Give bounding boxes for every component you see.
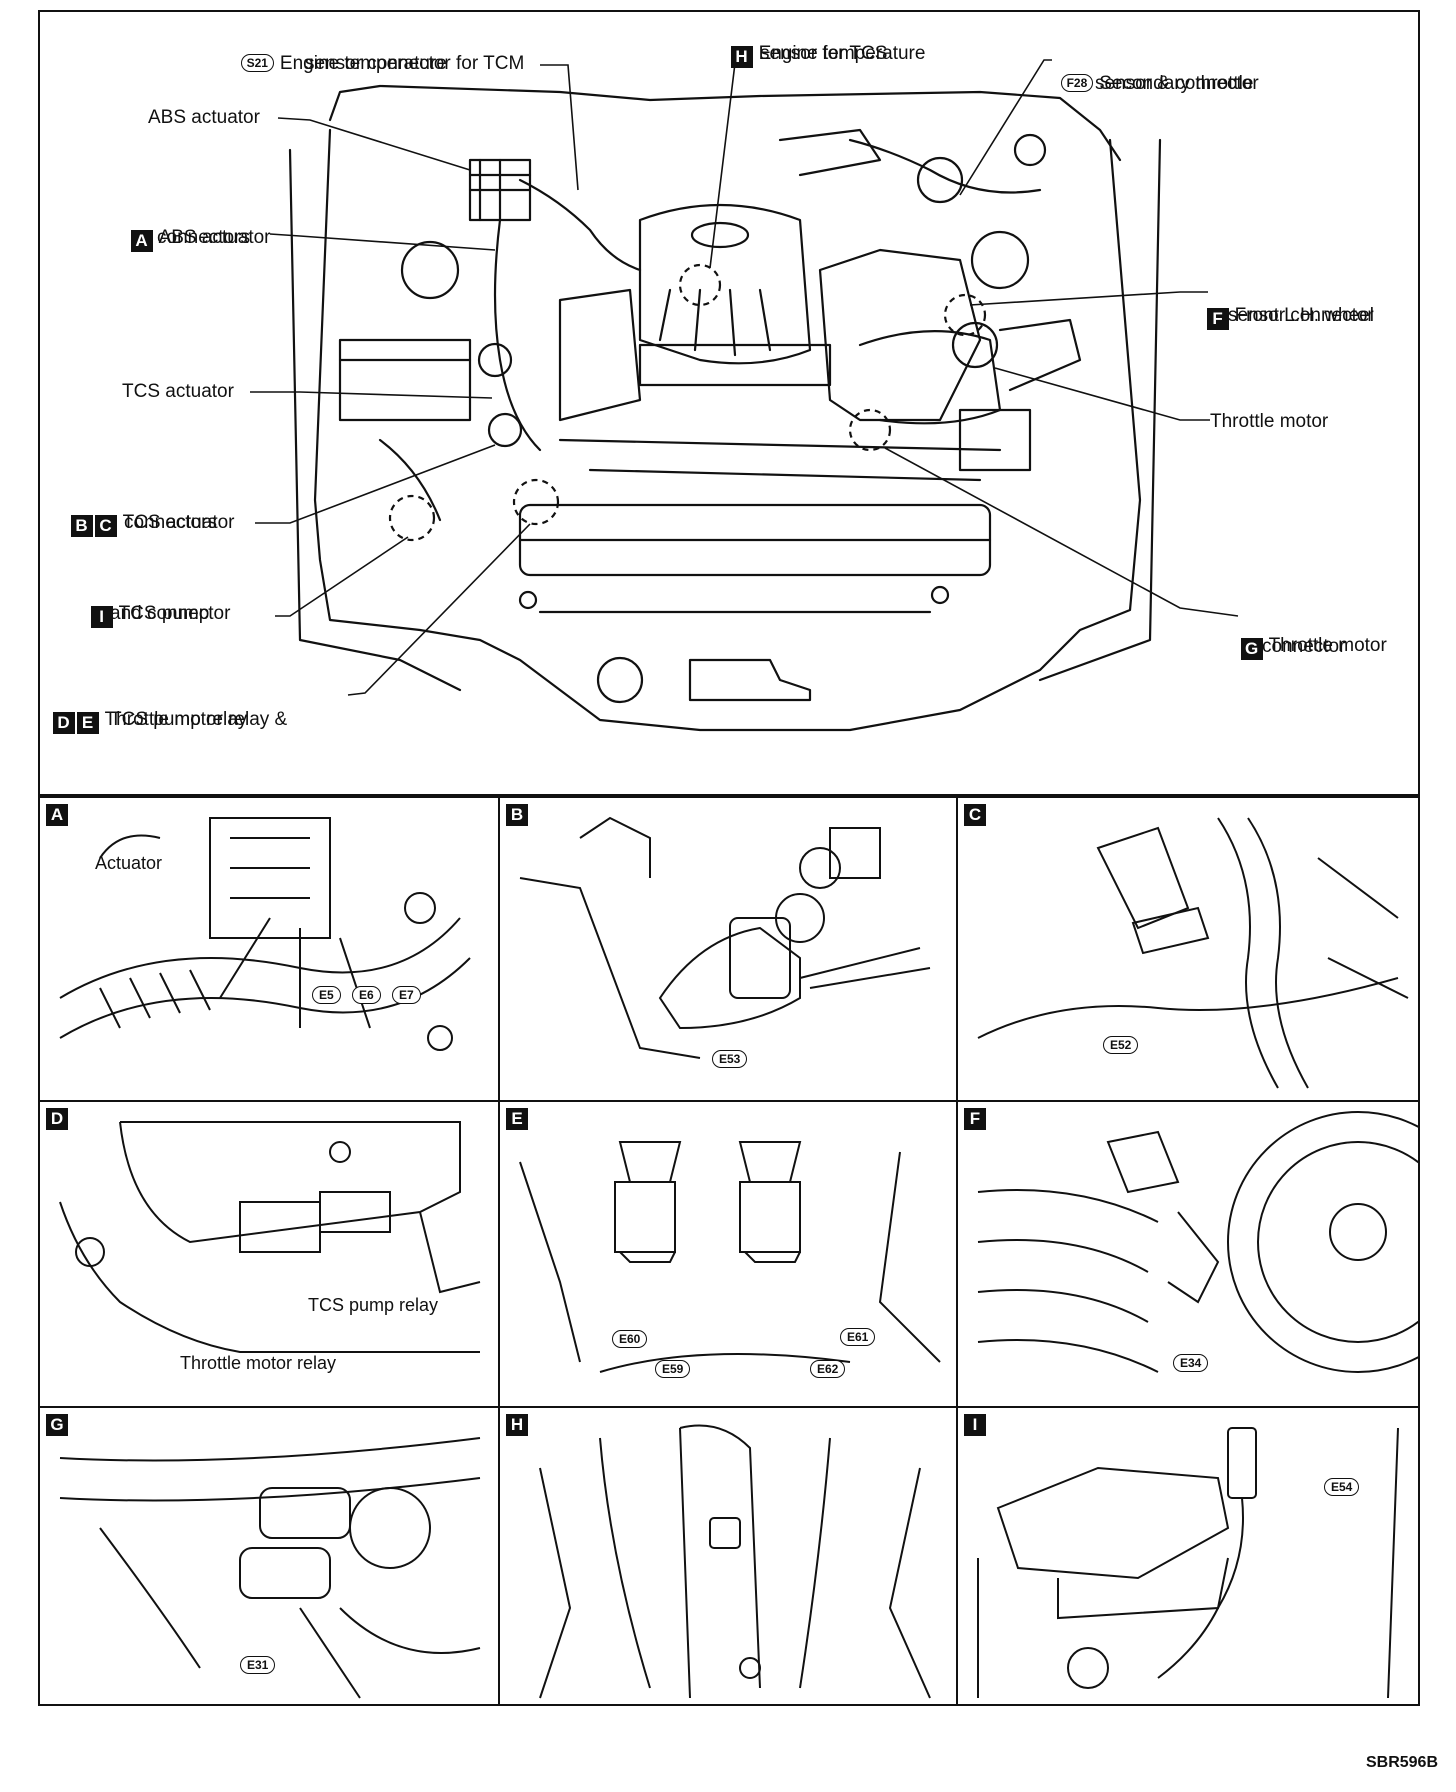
panel-g-drawing — [59, 1437, 481, 1699]
panel-c-code-e52: E52 — [1103, 1036, 1139, 1054]
callout-a-line1: ABS actuator — [158, 227, 271, 248]
panel-i-code-e54: E54 — [1324, 1478, 1360, 1496]
detail-panel-b: B E53 — [498, 796, 958, 1102]
callout-h-line1: Engine temperature — [758, 43, 926, 64]
detail-panel-h: H — [498, 1406, 958, 1706]
panel-letter-badge: B — [506, 804, 528, 826]
callout-letter-badge: A — [130, 230, 153, 252]
connector-code-badge: S21 — [240, 54, 274, 72]
callout-i-line1: TCS pump — [118, 603, 210, 624]
panel-h-drawing — [539, 1424, 931, 1699]
callout-f-line2: sensor connector — [1228, 305, 1374, 326]
panel-letter-badge: C — [964, 804, 986, 826]
detail-panel-e: E E60 E59 E62 E61 — [498, 1100, 958, 1408]
callout-s21-line1: Engine temperature — [279, 53, 447, 74]
panel-letter-badge: D — [46, 1108, 68, 1130]
connector-code-badge: F28 — [1060, 74, 1094, 92]
callout-f28-line2: sensor & connector — [1095, 73, 1259, 94]
callout-de-line1: Throttle motor relay & — [104, 709, 288, 730]
detail-panel-i: I E54 — [956, 1406, 1420, 1706]
callout-f-line1: Front L.H. wheel — [1234, 305, 1374, 326]
main-diagram-frame — [38, 10, 1420, 796]
panel-letter-badge: E — [506, 1108, 528, 1130]
panel-e-code-e59: E59 — [655, 1360, 691, 1378]
detail-panel-a: A Actuator E5 E6 E7 — [38, 796, 500, 1102]
callout-tcs-actuator: TCS actuator — [122, 381, 234, 402]
callout-abs-actuator: ABS actuator — [148, 107, 260, 128]
panel-c-drawing — [977, 817, 1409, 1089]
callout-de-line2: TCS pump relay — [110, 709, 248, 730]
panel-e-code-e61: E61 — [840, 1328, 876, 1346]
callout-f28-line1: Secondary throttle — [1099, 73, 1254, 94]
detail-panel-f: F E34 — [956, 1100, 1420, 1408]
callout-s21: S21 Engine temperature — [230, 28, 447, 76]
panel-d-tcs-pump-relay-label: TCS pump relay — [308, 1295, 439, 1315]
panel-letter-badge: H — [506, 1414, 528, 1436]
panel-d-drawing — [59, 1121, 481, 1353]
panel-a-actuator-label: Actuator — [95, 853, 163, 873]
callout-a-line2: connectors — [157, 227, 250, 248]
panel-e-drawing — [519, 1141, 941, 1373]
panel-e-code-e60: E60 — [612, 1330, 648, 1348]
callout-bc-line1: TCS actuator — [122, 512, 235, 533]
detail-panel-c: C E52 — [956, 796, 1420, 1102]
callout-letter-badge: F — [1206, 308, 1229, 330]
panel-letter-badge: F — [964, 1108, 986, 1130]
panel-a-code-e6: E6 — [352, 986, 381, 1004]
panel-a-drawing — [59, 817, 471, 1051]
panel-letter-badge: I — [964, 1414, 986, 1436]
figure-reference-code: SBR596B — [1365, 1754, 1438, 1771]
callout-throttle-motor: Throttle motor — [1210, 411, 1329, 432]
panel-a-code-e5: E5 — [312, 986, 341, 1004]
callout-letter-badge: G — [1240, 638, 1263, 660]
callout-h-line2: sensor for TCS — [760, 43, 888, 64]
panel-a-code-e7: E7 — [392, 986, 421, 1004]
panel-f-code-e34: E34 — [1173, 1354, 1209, 1372]
detail-panel-g: G E31 — [38, 1406, 500, 1706]
panel-g-code-e31: E31 — [240, 1656, 276, 1674]
panel-f-drawing — [977, 1111, 1418, 1373]
panel-letter-badge: A — [46, 804, 68, 826]
callout-g-line2: connector — [1262, 636, 1346, 657]
callout-letter-badge: H — [730, 46, 753, 68]
callout-letter-badge: I — [90, 606, 113, 628]
panel-i-drawing — [977, 1427, 1399, 1699]
callout-g-line1: Throttle motor — [1268, 635, 1387, 656]
callout-bc-line2: connectors — [124, 512, 217, 533]
callout-letter-badge: E — [76, 712, 99, 734]
panel-d-throttle-motor-relay-label: Throttle motor relay — [180, 1353, 337, 1373]
callout-letter-badge: C — [94, 515, 117, 537]
panel-e-code-e62: E62 — [810, 1360, 846, 1378]
callout-i-line2: and connector — [110, 603, 231, 624]
panel-letter-badge: G — [46, 1414, 68, 1436]
panel-b-drawing — [519, 816, 931, 1059]
detail-panel-d: D TCS pump relay Throttle motor relay — [38, 1100, 500, 1408]
callout-letter-badge: D — [52, 712, 75, 734]
callout-f28: F28 Secondary throttle — [1050, 48, 1253, 96]
panel-b-code-e53: E53 — [712, 1050, 748, 1068]
callout-letter-badge: B — [70, 515, 93, 537]
callout-s21-line2: sensor connector for TCM — [305, 53, 525, 74]
